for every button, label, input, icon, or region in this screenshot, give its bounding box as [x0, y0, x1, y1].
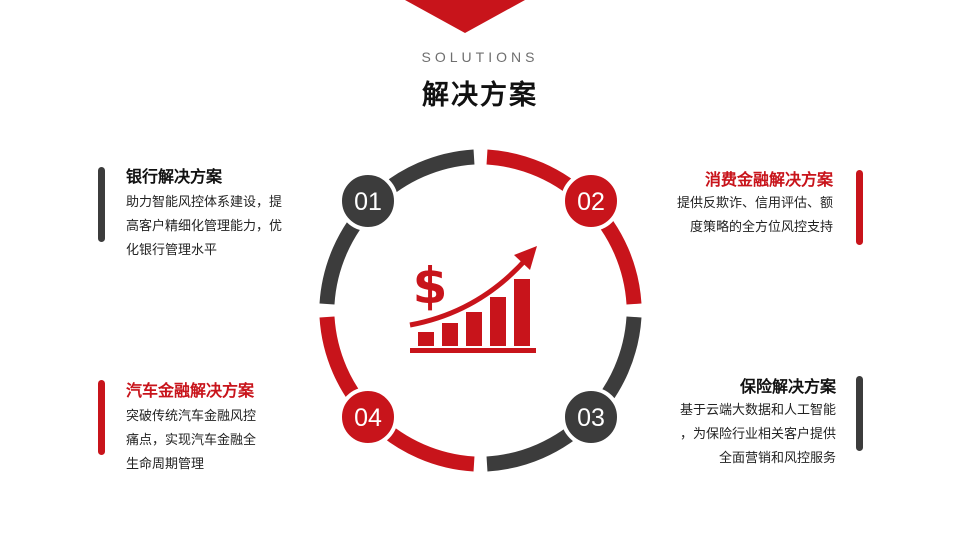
consumer-block-bar	[856, 170, 863, 245]
bank-block-desc: 助力智能风控体系建设，提 高客户精细化管理能力，优 化银行管理水平	[126, 191, 326, 263]
ring-arc-top-right	[486, 149, 642, 305]
bank-solution-block: 银行解决方案 助力智能风控体系建设，提 高客户精细化管理能力，优 化银行管理水平	[126, 163, 326, 263]
badge-02-circle	[561, 171, 621, 231]
page-title: 解决方案	[422, 80, 538, 111]
chart-baseline	[410, 348, 536, 353]
insurance-desc-line: 全面营销和风控服务	[718, 451, 836, 466]
bank-desc-line: 助力智能风控体系建设，提	[126, 195, 283, 210]
badge-01-circle	[338, 171, 398, 231]
chart-bar-1	[418, 332, 434, 346]
bank-block-bar	[98, 167, 105, 242]
consumer-desc-line: 提供反欺诈、信用评估、额	[676, 196, 833, 211]
insurance-solution-block: 保险解决方案 基于云端大数据和人工智能 ，为保险行业相关客户提供 全面营销和风控…	[630, 373, 836, 471]
growth-arrow-head	[514, 246, 537, 270]
chart-bar-2	[442, 323, 458, 346]
auto-desc-line: 突破传统汽车金融风控	[126, 409, 257, 424]
dollar-growth-chart-icon: $	[409, 246, 537, 353]
auto-finance-solution-block: 汽车金融解决方案 突破传统汽车金融风控 痛点，实现汽车金融全 生命周期管理	[126, 377, 326, 477]
auto-block-desc: 突破传统汽车金融风控 痛点，实现汽车金融全 生命周期管理	[126, 405, 326, 477]
consumer-finance-solution-block: 消费金融解决方案 提供反欺诈、信用评估、额 度策略的全方位风控支持	[630, 166, 833, 240]
badge-01-label: 01	[354, 188, 382, 216]
auto-block-title: 汽车金融解决方案	[126, 381, 255, 400]
insurance-block-desc: 基于云端大数据和人工智能 ，为保险行业相关客户提供 全面营销和风控服务	[630, 399, 836, 471]
consumer-block-desc: 提供反欺诈、信用评估、额 度策略的全方位风控支持	[630, 192, 833, 240]
auto-desc-line: 生命周期管理	[126, 457, 205, 472]
insurance-desc-line: ，为保险行业相关客户提供	[679, 427, 836, 442]
ring-arc-bottom-right	[486, 316, 642, 472]
consumer-desc-line: 度策略的全方位风控支持	[689, 220, 833, 235]
consumer-block-title: 消费金融解决方案	[704, 170, 833, 189]
insurance-block-bar	[856, 376, 863, 451]
badge-03-label: 03	[577, 404, 605, 432]
bank-desc-line: 化银行管理水平	[126, 243, 218, 258]
badge-03-circle	[561, 387, 621, 447]
insurance-block-title: 保险解决方案	[739, 377, 836, 396]
badge-04-label: 04	[354, 404, 382, 432]
badge-02-label: 02	[577, 188, 605, 216]
section-subtitle: SOLUTIONS	[421, 49, 539, 65]
badge-04-circle	[338, 387, 398, 447]
auto-desc-line: 痛点，实现汽车金融全	[126, 433, 257, 448]
bank-block-title: 银行解决方案	[126, 167, 223, 186]
insurance-desc-line: 基于云端大数据和人工智能	[679, 403, 836, 418]
auto-block-bar	[98, 380, 105, 455]
chart-bar-5	[514, 279, 530, 346]
top-triangle	[405, 0, 525, 33]
dollar-sign-icon: $	[413, 257, 448, 315]
bank-desc-line: 高客户精细化管理能力，优	[126, 219, 283, 234]
chart-bar-3	[466, 312, 482, 346]
chart-bar-4	[490, 297, 506, 346]
growth-curve	[409, 255, 530, 328]
